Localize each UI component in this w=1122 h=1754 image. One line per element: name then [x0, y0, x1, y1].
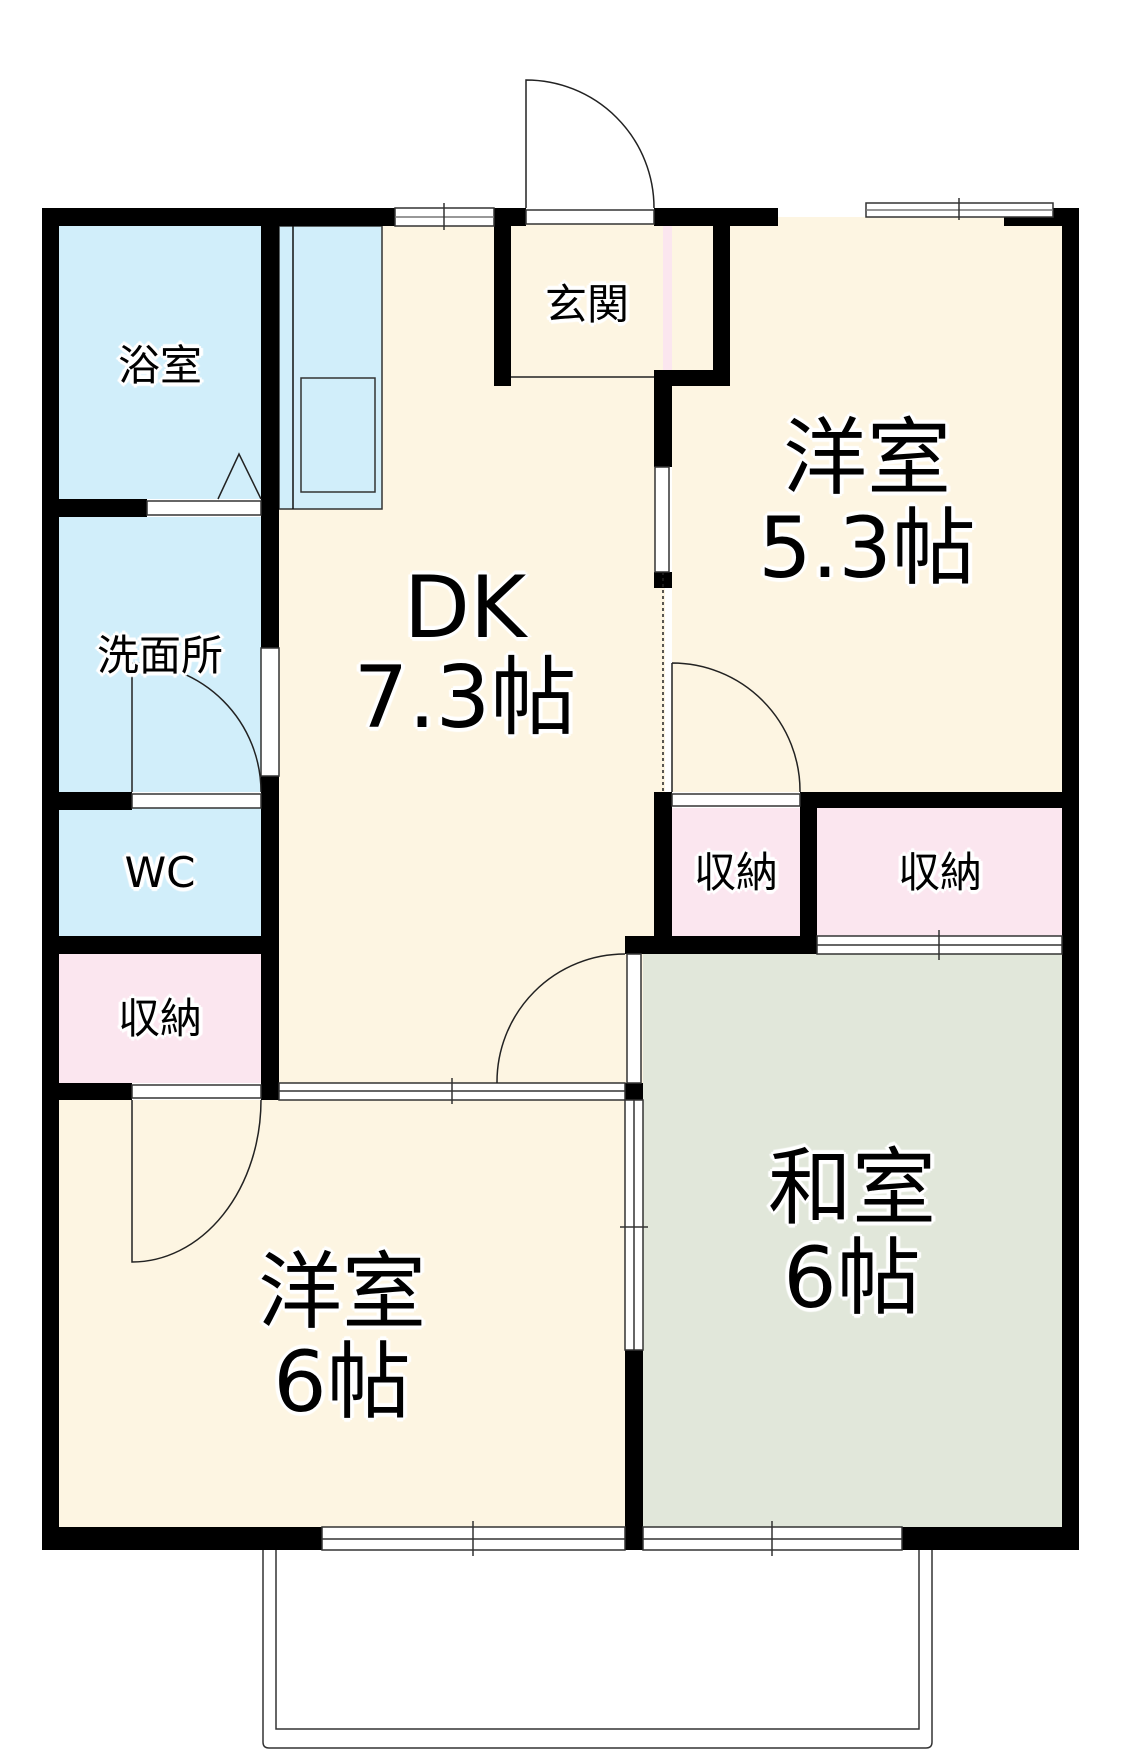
dk-size: 7.3帖 [353, 648, 577, 748]
washroom-door-swing [131, 662, 262, 793]
bath-floor [59, 226, 261, 499]
storage-mid-label: 収納 [693, 848, 778, 897]
western-room-2-label: 洋室 6帖 [232, 1250, 452, 1424]
window-western-room-1-top [865, 198, 1054, 220]
room-fills [59, 217, 1062, 1527]
windows [131, 198, 1063, 1556]
window-dk-western-room-1 [654, 466, 670, 573]
japanese-room-size: 6帖 [783, 1229, 921, 1327]
bath-folding-door [217, 452, 262, 500]
door-storage-left-opening [131, 1084, 262, 1099]
window-dk-top [394, 203, 495, 230]
storage-left-floor [59, 954, 261, 1083]
western-room-1-name: 洋室 [782, 409, 951, 507]
western-room-2-floor [59, 1100, 625, 1527]
washroom-floor [59, 517, 261, 792]
window-western-room-2-bottom [321, 1521, 626, 1556]
japanese-room-door-swing [496, 953, 626, 1084]
japanese-room-floor [643, 954, 1062, 1527]
entrance-door-swing [525, 79, 655, 209]
sink-icon [300, 377, 376, 493]
walls [42, 208, 1079, 1550]
bath-label: 浴室 [117, 341, 202, 390]
door-washroom-opening [131, 793, 262, 809]
door-entrance-opening [525, 209, 655, 225]
storage-right-floor [817, 808, 1062, 936]
door-storage-mid-opening [671, 793, 801, 807]
western-room-1-floor [672, 217, 1062, 792]
washroom-label: 洗面所 [96, 631, 223, 680]
balcony [262, 1550, 933, 1749]
window-washroom [260, 647, 280, 777]
window-japanese-room-bottom [642, 1521, 903, 1556]
dk-name: DK [403, 558, 527, 658]
western-room-2-door-swing [131, 1099, 262, 1263]
western-room-2-name: 洋室 [257, 1243, 426, 1341]
storage-left-label: 収納 [117, 994, 202, 1043]
entrance-floor [511, 226, 663, 377]
western-room-1-size: 5.3帖 [758, 499, 976, 597]
western-room-2-size: 6帖 [273, 1333, 411, 1431]
door-bath-opening [146, 500, 262, 516]
western-room-1-label: 洋室 5.3帖 [757, 416, 977, 590]
door-japanese-room-entry [626, 953, 642, 1084]
japanese-room-label: 和室 6帖 [742, 1146, 962, 1320]
japanese-room-name: 和室 [767, 1139, 936, 1237]
sliding-door-storage-right [816, 930, 1063, 960]
sliding-door-dk-western-room-2 [278, 1078, 626, 1104]
dk-label: DK 7.3帖 [330, 565, 600, 741]
storage-right-label: 収納 [897, 848, 982, 897]
entrance-label: 玄関 [544, 280, 629, 329]
western-room-1-door-swing [671, 662, 801, 793]
door-swings [131, 79, 801, 1263]
sliding-door-japanese-room [620, 1099, 648, 1351]
storage-mid-floor [672, 808, 800, 936]
wc-label: WC [124, 848, 196, 897]
wc-floor [59, 808, 261, 936]
